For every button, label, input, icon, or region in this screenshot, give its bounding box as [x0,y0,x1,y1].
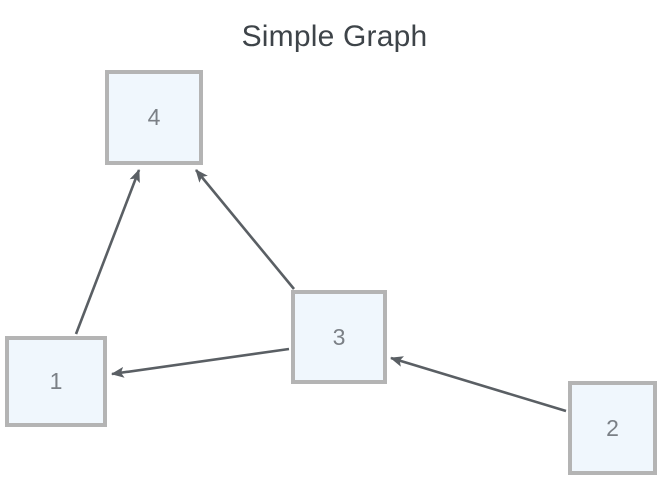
graph-node-1[interactable]: 1 [5,336,107,427]
graph-node-2[interactable]: 2 [568,381,657,475]
graph-node-label: 1 [49,368,63,394]
graph-node-label: 3 [332,323,346,350]
graph-node-label: 2 [606,414,619,441]
graph-node-3[interactable]: 3 [291,290,387,384]
graph-edge-2-to-3[interactable] [390,356,567,413]
graph-node-label: 4 [147,104,161,130]
graph-edge-3-to-1[interactable] [110,347,290,378]
graph-edge-3-to-4[interactable] [194,169,296,290]
graph-edge-1-to-4[interactable] [74,169,141,335]
graph-node-4[interactable]: 4 [105,70,203,165]
page-title: Simple Graph [241,20,428,53]
